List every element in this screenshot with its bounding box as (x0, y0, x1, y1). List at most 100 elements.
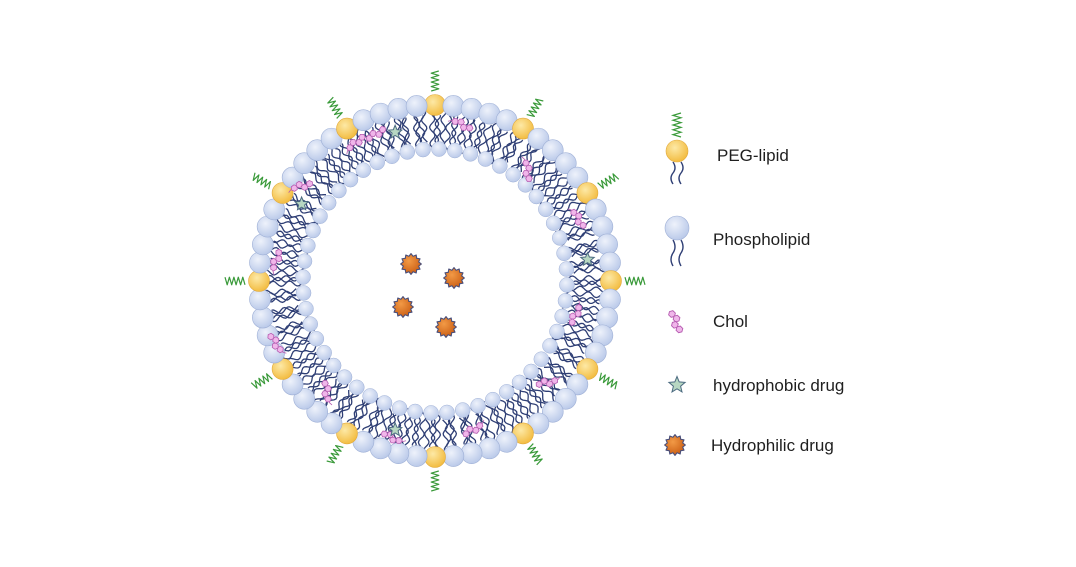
cholesterol-molecule (288, 179, 314, 193)
outer-tail (309, 171, 339, 195)
phospholipid-head (485, 391, 501, 408)
phospholipid-head (293, 387, 316, 410)
cholesterol-molecule (568, 300, 583, 326)
phospholipid-head (527, 412, 550, 435)
cholesterol-molecule (321, 380, 333, 406)
phospholipid-head (312, 208, 328, 224)
phospholipid-head (566, 166, 589, 189)
peg-lipid-head (336, 422, 358, 445)
hydrophilic-drug (435, 316, 457, 338)
legend-label-chol: Chol (713, 312, 748, 331)
hydrophilic-drug (443, 267, 465, 289)
phospholipid-head (325, 357, 342, 374)
cholesterol-icon (668, 310, 684, 334)
phospholipid-head (511, 374, 528, 391)
phospholipid-head (541, 139, 564, 162)
inner-tail (261, 288, 297, 296)
phospholipid-head (295, 269, 311, 285)
peg-lipid-head (424, 94, 446, 116)
phospholipid-head (523, 363, 539, 380)
phospholipid-head (559, 277, 575, 293)
phospholipid-head (331, 182, 347, 199)
peg-lipid-head (248, 270, 270, 292)
phospholipid-head (558, 261, 575, 277)
phospholipid-head (298, 300, 314, 317)
phospholipid-head (384, 148, 400, 164)
spiky-ball-icon (664, 434, 686, 456)
peg-lipid-head (271, 182, 294, 204)
peg-chain (599, 372, 618, 390)
cholesterol-molecule (346, 133, 366, 155)
legend-label-phospholipid: Phospholipid (713, 230, 811, 249)
phospholipid-head (549, 323, 565, 340)
outer-tail (521, 155, 545, 185)
phospholipid-head (407, 403, 423, 420)
peg-chains (224, 70, 646, 492)
phospholipid-head (596, 233, 618, 256)
phospholipid-head (308, 331, 325, 347)
inner-tail (481, 411, 496, 446)
cholesterol-molecule (447, 118, 474, 132)
hydrophilic-drug (392, 296, 414, 318)
hydrophobic-drug-star (579, 251, 596, 267)
phospholipid-head (399, 144, 416, 160)
phospholipid-head (477, 151, 494, 167)
inner-tail (442, 419, 450, 455)
legend-label-peg-lipid: PEG-lipid (717, 146, 789, 165)
lipid-heads (248, 94, 622, 468)
phospholipid-head (538, 201, 554, 218)
phospholipid-head (554, 308, 570, 325)
outer-tail (278, 223, 314, 239)
legend-label-hydrophilic-drug: Hydrophilic drug (711, 436, 834, 455)
phospholipid-head (296, 253, 313, 269)
phospholipid-head (528, 188, 545, 205)
inner-tail (310, 158, 338, 183)
phospholipid-head (492, 158, 508, 174)
phospholipid-head (295, 285, 312, 301)
phospholipid-head (542, 338, 558, 354)
peg-lipid-head (424, 446, 446, 468)
inner-tail (563, 331, 597, 347)
phospholipid-head (439, 404, 455, 421)
phospholipid-head (415, 141, 431, 158)
legend-label-hydrophobic-drug: hydrophobic drug (713, 376, 845, 395)
phospholipid-head (306, 400, 329, 423)
inner-tail (420, 107, 428, 143)
inner-tail (532, 379, 560, 404)
phospholipid-head (293, 152, 316, 175)
peg-chain (430, 70, 440, 92)
phospholipid-head (369, 154, 385, 171)
phospholipid-head (498, 384, 515, 400)
inner-tail (374, 116, 389, 151)
outer-tail (477, 124, 493, 160)
phospholipid-head (423, 405, 439, 421)
phospholipid-head (349, 379, 365, 396)
inner-tail (273, 215, 307, 231)
phospholipid-head (336, 369, 353, 385)
hydrophobic-drug-star (387, 123, 404, 139)
phospholipid-head (249, 288, 271, 311)
phospholipid-head (306, 139, 329, 162)
phospholipid-head (252, 306, 274, 329)
peg-chain (430, 470, 440, 492)
phospholipid-head (556, 245, 572, 262)
hydrophilic-drug (400, 253, 422, 275)
hydrophobic-drug-star (293, 195, 310, 211)
phospholipid-head (316, 344, 332, 361)
phospholipid-head (355, 162, 372, 178)
phospholipid-head (300, 237, 316, 254)
phospholipid-head (454, 402, 471, 418)
phospholipid-head (554, 387, 577, 410)
liposome (224, 70, 646, 492)
phospholipid-head (305, 222, 321, 239)
aqueous-core-drugs (392, 253, 465, 338)
outer-tail (555, 216, 589, 233)
phospholipid-head (541, 400, 564, 423)
peg-chain (326, 445, 344, 464)
peg-chain (624, 276, 646, 286)
phospholipid-head (362, 388, 378, 404)
cholesterol-molecule (267, 332, 287, 354)
hydrophobic-drug-star (387, 421, 404, 437)
cholesterol-molecules (267, 118, 587, 444)
inner-tail (573, 266, 609, 274)
